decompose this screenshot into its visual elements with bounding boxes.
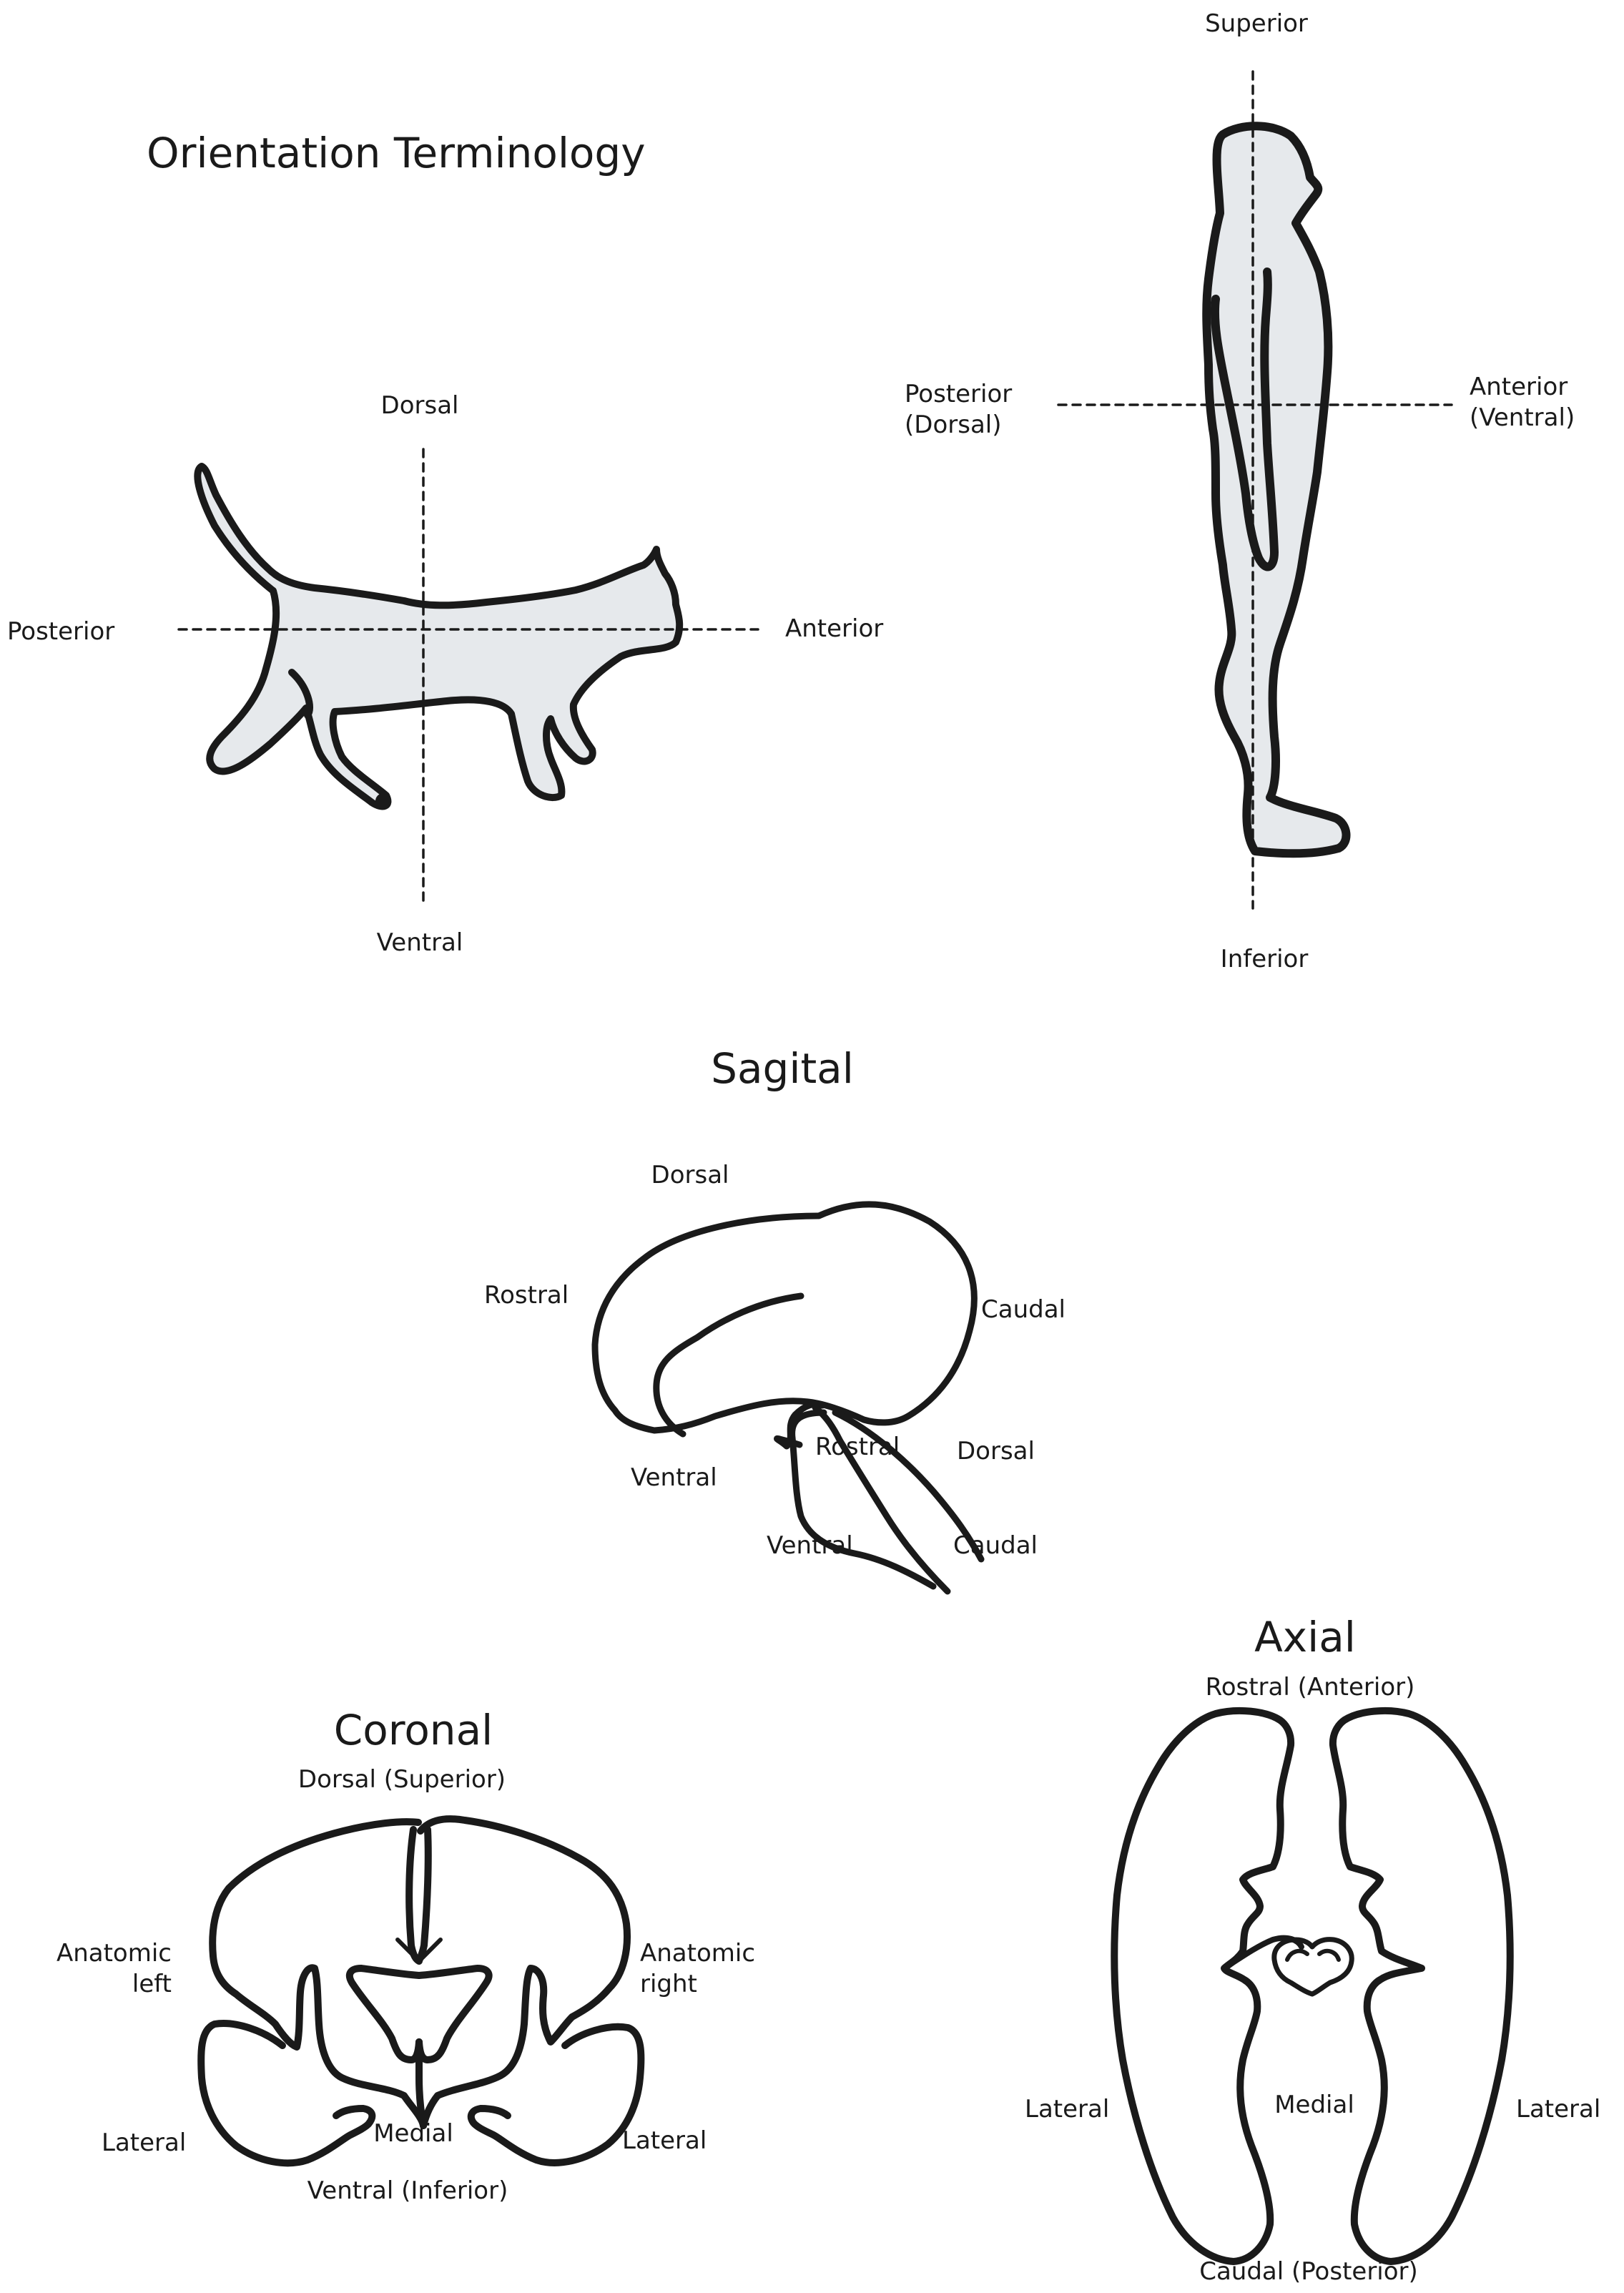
human-inferior-label: Inferior [1220,945,1309,973]
sagital-brainstem [789,1404,985,1595]
coronal-right-line1: Anatomic [640,1939,756,1968]
coronal-ventricle-right [415,1965,493,2063]
cat-anterior-label: Anterior [785,614,884,643]
cat-figure [177,448,759,904]
coronal-left-hemisphere [209,1818,427,2129]
human-superior-label: Superior [1205,9,1308,38]
human-figure [1057,70,1453,910]
axial-medial-label: Medial [1274,2091,1354,2119]
coronal-lateral-right-label: Lateral [622,2126,707,2155]
human-silhouette [1202,122,1351,858]
cat-silhouette [194,463,684,810]
axial-brain [1111,1707,1514,2265]
coronal-left-label: Anatomic left [43,1938,172,1999]
coronal-title: Coronal [333,1706,493,1754]
sagital-dorsal-label: Dorsal [651,1161,729,1189]
coronal-brain [197,1815,645,2167]
coronal-midline-fissure [405,1826,432,1965]
coronal-right-label: Anatomic right [640,1938,755,1999]
axial-right-hemisphere [1329,1707,1514,2265]
human-anterior-line1: Anterior [1470,373,1568,401]
sagital-rostral-label: Rostral [484,1281,569,1310]
cat-ventral-label: Ventral [376,928,463,957]
axial-thalamus-inner [1285,1948,1341,1962]
axial-lateral-left-label: Lateral [1025,2095,1110,2123]
coronal-medial-label: Medial [373,2119,453,2148]
human-posterior-line1: Posterior [905,380,1013,408]
coronal-left-line2: left [132,1969,172,1998]
coronal-ventricle-left [345,1965,423,2063]
sagital-stem-dorsal-label: Dorsal [957,1437,1035,1465]
coronal-left-line1: Anatomic [56,1939,172,1968]
human-arm-outline [1210,267,1279,571]
sagital-ventral-label: Ventral [631,1463,717,1492]
axial-rostral-label: Rostral (Anterior) [1205,1673,1415,1702]
cat-dorsal-label: Dorsal [380,391,459,420]
axial-left-hemisphere [1111,1707,1295,2265]
coronal-ventral-label: Ventral (Inferior) [307,2176,508,2205]
cat-posterior-label: Posterior [7,617,115,646]
coronal-left-lower-lobe [197,2020,376,2167]
sagital-caudal-label: Caudal [981,1295,1066,1324]
human-posterior-line2: (Dorsal) [905,410,1002,439]
coronal-dorsal-label: Dorsal (Superior) [297,1765,506,1794]
coronal-base-medial [415,2038,427,2129]
coronal-right-hemisphere [417,1815,631,2129]
sagital-cerebrum-outline [591,1201,978,1434]
coronal-right-lower-lobe [467,2023,645,2166]
coronal-lateral-left-label: Lateral [102,2128,187,2157]
coronal-fissure-arrow [395,1938,443,1963]
sagital-stem-caudal-label: Caudal [953,1531,1038,1560]
axial-thalamus [1271,1937,1354,1997]
cat-front-leg-line [288,669,313,719]
sagital-stem-rostral-label: Rostral [815,1433,900,1461]
human-anterior-label: Anterior (Ventral) [1470,372,1575,433]
human-posterior-label: Posterior (Dorsal) [905,379,1012,440]
sagital-corpus-callosum [653,1292,804,1438]
sagital-stem-ventral-label: Ventral [767,1531,853,1560]
axial-caudal-label: Caudal (Posterior) [1199,2257,1418,2286]
axial-lateral-right-label: Lateral [1516,2095,1601,2123]
orientation-terminology-title: Orientation Terminology [147,129,646,177]
cat-paw [375,793,391,809]
coronal-right-line2: right [640,1969,697,1998]
sagital-brain [591,1201,985,1595]
axial-title: Axial [1254,1613,1356,1661]
sagital-title: Sagital [711,1044,854,1093]
human-anterior-line2: (Ventral) [1470,403,1575,432]
